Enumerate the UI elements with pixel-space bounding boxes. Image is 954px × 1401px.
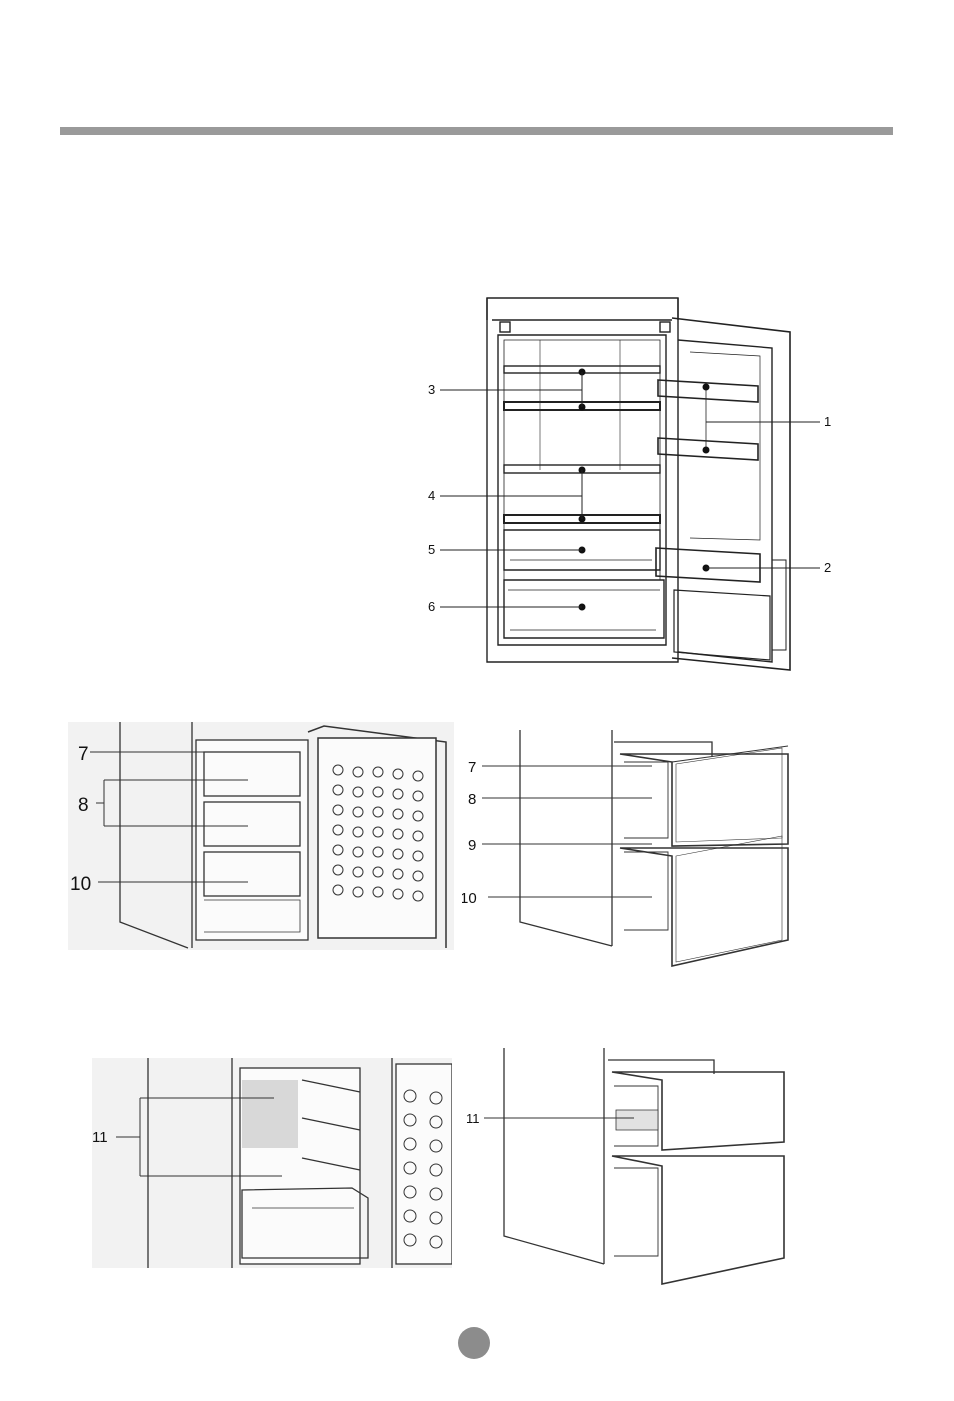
freezer-shelves-figure: 11	[92, 1058, 452, 1268]
freezer-door-figure: 7 8 10	[68, 722, 454, 950]
callout-7-drawer: 7	[468, 759, 476, 776]
freezer-drawers-open-figure: 11	[464, 1046, 794, 1286]
callout-6: 6	[428, 599, 435, 614]
callout-2: 2	[824, 560, 831, 575]
callout-3: 3	[428, 382, 435, 397]
callout-8: 8	[78, 795, 89, 816]
callout-9-drawer: 9	[468, 837, 476, 854]
callout-8-drawer: 8	[468, 791, 476, 808]
callout-4: 4	[428, 488, 435, 503]
callout-11: 11	[92, 1129, 108, 1146]
callout-5: 5	[428, 542, 435, 557]
callout-1: 1	[824, 414, 831, 429]
header-rule	[60, 127, 893, 135]
fridge-open-figure: 1 2 3 4 5 6	[420, 290, 850, 680]
callout-10-drawer: 10	[462, 890, 477, 907]
callout-11-drawer: 11	[466, 1111, 480, 1126]
callout-10: 10	[70, 874, 91, 895]
page-number-badge	[458, 1327, 490, 1359]
freezer-drawers-figure: 7 8 9 10	[462, 726, 792, 970]
callout-7: 7	[78, 744, 89, 765]
